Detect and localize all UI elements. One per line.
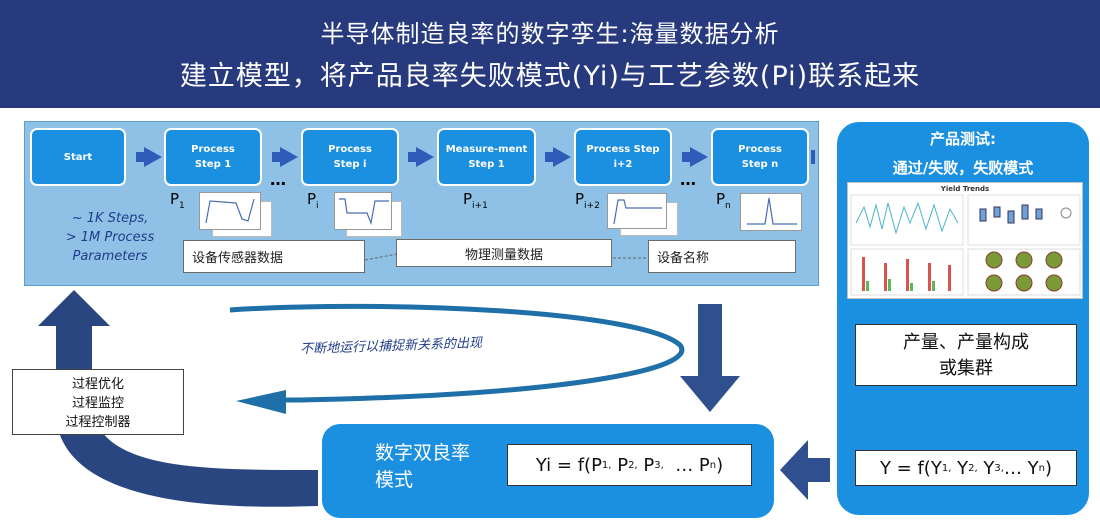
scale-note-line: Parameters (72, 249, 148, 264)
ellipsis: … (270, 170, 287, 189)
sensor-trace-svg (205, 198, 255, 224)
digital-twin-label-line: 模式 (375, 469, 414, 491)
step-label-l1: Process (191, 144, 235, 155)
equipment-sensor-data-box: 设备传感器数据 (183, 240, 365, 273)
step-label-l1: Measure-ment (445, 144, 528, 155)
equipment-name-label: 设备名称 (657, 251, 710, 266)
equipment-name-box: 设备名称 (648, 240, 796, 273)
sensor-trace-chart (199, 192, 261, 230)
yield-grouping-line: 产量、产量构成 (903, 332, 1029, 353)
equipment-sensor-data-label: 设备传感器数据 (192, 251, 284, 266)
title-banner: 半导体制造良率的数字孪生:海量数据分析 建立模型，将产品良率失败模式(Yi)与工… (0, 0, 1100, 108)
yield-chart-title: Yield Trends (940, 185, 990, 193)
product-test-subtitle: 通过/失败，失败模式 (892, 159, 1034, 177)
flow-arrow-icon (545, 147, 571, 167)
left-arrow-icon (780, 440, 830, 500)
sensor-trace-svg (339, 198, 389, 226)
sensor-trace-chart (334, 192, 392, 230)
param-label-pi2: Pi+2 (575, 190, 600, 211)
step-start: Start (30, 128, 126, 186)
physical-measure-data-label: 物理测量数据 (464, 247, 543, 263)
loop-arrowhead-icon (236, 390, 286, 414)
yield-chart-svg (850, 194, 1081, 296)
sensor-trace-chart (607, 193, 667, 229)
control-item: 过程监控 (71, 396, 124, 411)
sensor-trace-chart (740, 193, 802, 231)
step-start-label: Start (63, 151, 93, 163)
step-label: Process Step i+2 (586, 144, 660, 170)
step-label-l2: Step 1 (194, 159, 232, 170)
scale-note-line: > 1M Process (65, 230, 155, 245)
sensor-trace-svg (747, 197, 797, 225)
yield-grouping-line: 或集群 (939, 358, 993, 379)
flow-arrow-icon (682, 147, 708, 167)
control-item: 过程优化 (71, 377, 124, 392)
step-label-l2: Step i (333, 159, 367, 170)
param-label-pi1: Pi+1 (463, 190, 488, 211)
step-label-l2: Step n (741, 159, 779, 170)
ellipsis: … (680, 170, 697, 189)
yield-trends-chart: Yield Trends (847, 182, 1083, 299)
param-label-pi: Pi (307, 190, 319, 211)
sensor-trace-svg (613, 199, 662, 225)
step-label-l2: Step 1 (468, 159, 505, 170)
flow-arrow-tail-icon (811, 150, 815, 164)
step-process-1: Process Step 1 (164, 128, 262, 186)
product-test-title: 产品测试: (930, 130, 996, 148)
step-process-i2: Process Step i+2 (574, 128, 672, 186)
yield-grouping-box: 产量、产量构成 或集群 (855, 324, 1077, 386)
flow-arrow-icon (272, 147, 298, 167)
scale-note-line: ~ 1K Steps, (71, 211, 149, 226)
step-measurement-1: Measure-ment Step 1 (437, 128, 536, 186)
step-label-l1: Process (738, 144, 782, 155)
title-line-2: 建立模型，将产品良率失败模式(Yi)与工艺参数(Pi)联系起来 (179, 61, 921, 92)
digital-twin-label: 数字双良率 模式 (375, 440, 495, 494)
param-label-pn: Pn (716, 190, 731, 211)
physical-measure-data-box: 物理测量数据 (396, 239, 612, 267)
step-process-i: Process Step i (301, 128, 399, 186)
digital-twin-label-line: 数字双良率 (375, 442, 471, 464)
param-label-p1: P1 (170, 190, 185, 211)
return-arrow-icon (38, 290, 318, 507)
control-item: 过程控制器 (65, 415, 131, 430)
dashed-connectors (365, 253, 649, 261)
loop-curve-icon (229, 303, 685, 403)
flow-arrow-icon (136, 147, 162, 167)
step-process-n: Process Step n (711, 128, 809, 186)
process-control-box: 过程优化 过程监控 过程控制器 (12, 369, 184, 435)
step-label-l1: Process (328, 144, 372, 155)
down-arrow-icon (680, 304, 740, 412)
scale-note: ~ 1K Steps, > 1M Process Parameters (40, 209, 180, 266)
title-line-1: 半导体制造良率的数字孪生:海量数据分析 (320, 20, 780, 48)
flow-arrow-icon (408, 147, 434, 167)
